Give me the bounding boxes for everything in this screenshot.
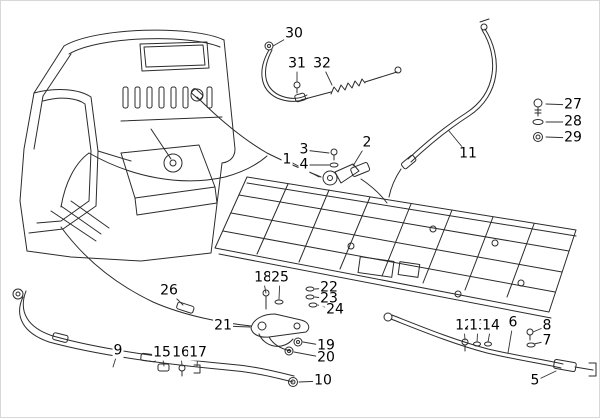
handbrake-cable-right — [383, 312, 597, 377]
leader-line-32 — [321, 63, 333, 86]
leader-line-27 — [545, 103, 574, 106]
cab-drawing — [19, 29, 236, 262]
nut-10 — [288, 377, 298, 387]
leader-line-16 — [180, 352, 183, 367]
cable-end-5 — [553, 358, 577, 373]
washer-24 — [308, 302, 318, 308]
leader-line-12 — [463, 325, 466, 341]
clevis-assembly — [322, 148, 388, 204]
bolt-31 — [293, 81, 301, 89]
washer-7 — [526, 342, 536, 348]
washer-28 — [532, 119, 544, 125]
fasteners-27-28-29 — [532, 98, 544, 142]
leader-line-6 — [507, 322, 514, 354]
leader-line-29 — [545, 136, 574, 139]
leader-line-23 — [314, 296, 330, 300]
leader-line-26 — [168, 290, 184, 306]
leader-line-21 — [222, 325, 251, 328]
leader-line-10 — [298, 380, 324, 383]
leader-line-30 — [272, 33, 295, 47]
leader-line-22 — [314, 287, 330, 290]
washer-23 — [305, 294, 315, 300]
washer-4 — [329, 162, 339, 168]
handbrake-lever — [176, 286, 318, 356]
leader-line-13 — [476, 325, 479, 343]
bolt-27 — [533, 98, 543, 108]
leader-line-11 — [448, 130, 469, 155]
leader-line-7 — [533, 340, 548, 345]
leader-line-17 — [196, 352, 199, 367]
leader-line-25 — [278, 277, 281, 300]
leader-line-24 — [317, 304, 336, 311]
bolt-3 — [330, 148, 338, 156]
washer-14 — [484, 341, 492, 347]
cable-30 — [261, 41, 309, 102]
leader-line-5 — [534, 370, 557, 382]
bolt-8 — [526, 328, 534, 336]
leader-line-14 — [487, 325, 492, 343]
chassis-drawing — [214, 176, 577, 319]
leader-line-20 — [293, 351, 327, 359]
leader-line-1 — [286, 159, 320, 178]
leader-line-19 — [302, 341, 327, 347]
part-20 — [284, 346, 294, 356]
adjuster-26 — [176, 301, 195, 314]
leader-line-9 — [112, 350, 119, 368]
nut-29 — [533, 132, 543, 142]
throttle-cable-32 — [293, 66, 402, 103]
washer-22 — [305, 286, 315, 292]
part-19 — [293, 337, 303, 347]
leader-line-8 — [532, 325, 548, 333]
leader-line-3 — [303, 149, 330, 154]
handbrake-cables-left — [12, 288, 298, 387]
cable-11 — [388, 18, 497, 198]
washer-25 — [274, 299, 284, 305]
